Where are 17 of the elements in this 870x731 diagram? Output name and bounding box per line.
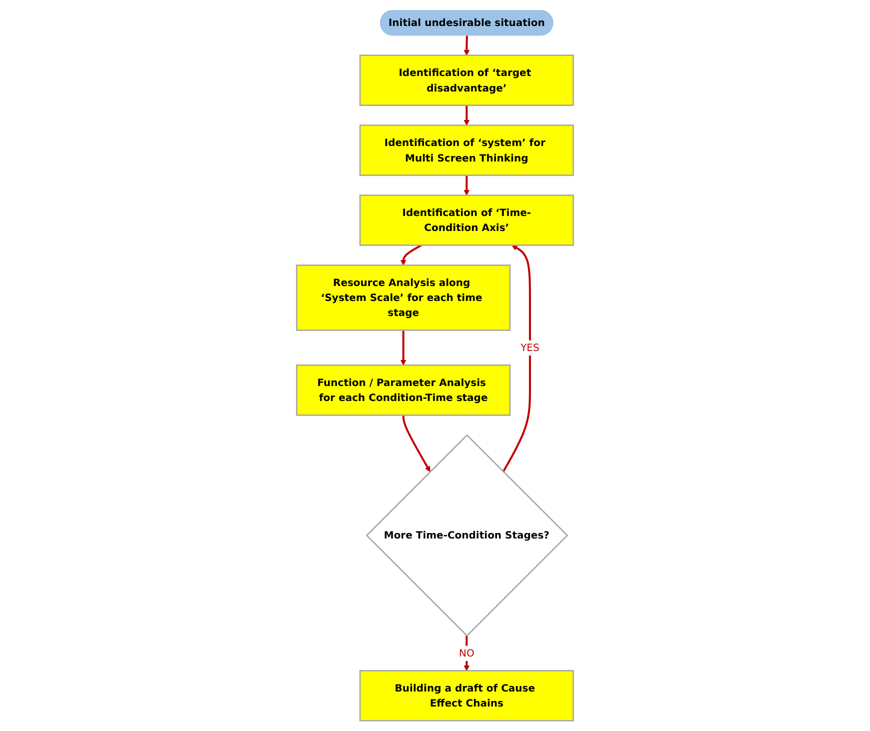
arrow xyxy=(464,36,470,56)
arrow xyxy=(502,244,531,472)
node-box: Identification of ‘system’ for Multi Screen Thinking xyxy=(359,124,574,176)
arrow xyxy=(464,175,470,196)
node-box: Identification of ‘target disadvantage’ xyxy=(359,54,574,106)
node-box: Function / Parameter Analysis for each Condition-Time stage xyxy=(296,364,511,416)
arrow xyxy=(400,330,406,366)
node-box: Building a draft of Cause Effect Chains xyxy=(359,670,574,722)
arrow xyxy=(400,244,422,266)
node-box: Identification of ‘Time-Condition Axis’ xyxy=(359,194,574,246)
edge-label: YES xyxy=(520,342,540,354)
edge-label: NO xyxy=(458,647,474,660)
arrow xyxy=(464,636,470,671)
node-diamond: More Time-Condition Stages? xyxy=(366,434,568,637)
arrow xyxy=(464,105,470,126)
node-box: Resource Analysis along ‘System Scale’ for each time stage xyxy=(296,264,511,331)
arrow xyxy=(402,415,430,472)
